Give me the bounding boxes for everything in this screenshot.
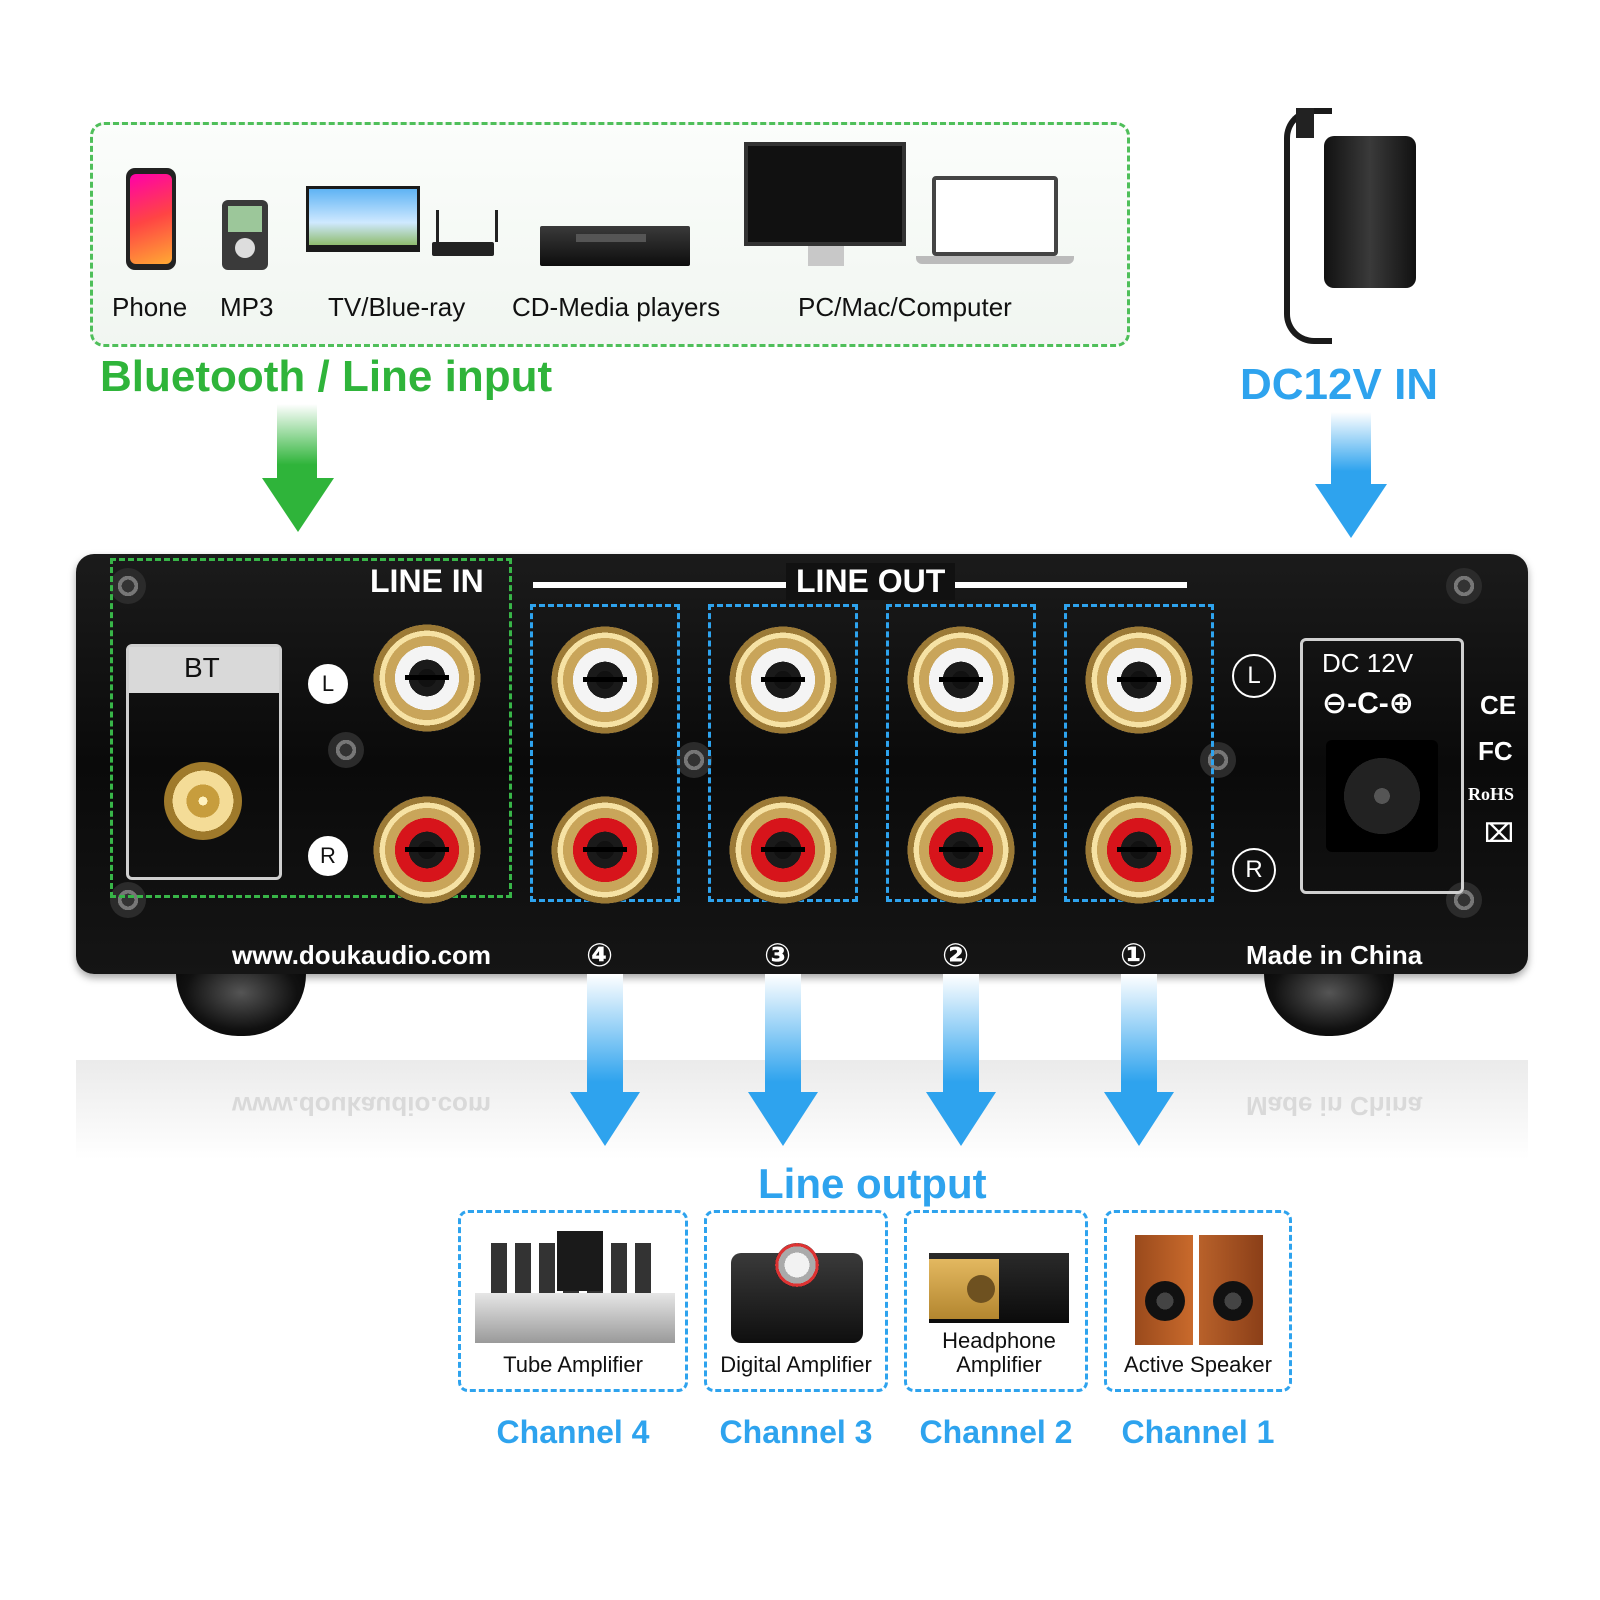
arrow-down-icon [277,404,317,480]
channel-4-left-jack[interactable] [551,626,659,734]
dc-input-section [1300,638,1464,894]
channel-3-right-jack[interactable] [729,796,837,904]
screw-icon [1200,742,1236,778]
rubber-foot [1264,974,1394,1036]
channel-1-left-jack[interactable] [1085,626,1193,734]
channel-3-left-jack[interactable] [729,626,837,734]
website-reflection: www.doukaudio.com [232,1091,492,1121]
device-label-pc: PC/Mac/Computer [798,292,1012,322]
output-title: Line output [758,1160,987,1207]
arrow-down-icon [765,974,801,1094]
website-label: www.doukaudio.com [232,940,492,970]
phone-icon [126,168,176,270]
made-in-label: Made in China [1246,940,1423,970]
right-channel-marker: R [1232,848,1276,892]
output-device-headphone-amplifier: Headphone Amplifier [904,1210,1088,1392]
screw-icon [1446,568,1482,604]
amplifier-rear-panel [76,554,1528,974]
arrow-down-icon [1331,412,1371,486]
channel-2-left-jack[interactable] [907,626,1015,734]
device-label-cd: CD-Media players [512,292,721,322]
screw-icon [110,568,146,604]
polarity-icon: ⊖-C-⊕ [1322,687,1414,720]
arrow-down-icon [943,974,979,1094]
arrow-head-icon [570,1092,640,1146]
line-out-label: LINE OUT [786,563,956,600]
right-channel-marker: R [308,836,348,876]
channel-4-label: Channel 4 [496,1414,650,1450]
arrow-down-icon [587,974,623,1094]
bt-module [126,644,282,880]
weee-mark: ⌧ [1484,818,1514,848]
dc-label: DC 12V [1322,648,1414,678]
power-title: DC12V IN [1240,360,1439,409]
channel-number-1: ① [1120,937,1148,973]
left-channel-marker: L [1232,654,1276,698]
bt-antenna-connector-icon[interactable] [164,762,242,840]
output-device-label: Tube Amplifier [503,1352,643,1377]
adapter-cable-icon [1284,108,1332,344]
channel-number-4: ④ [586,937,614,973]
left-channel-marker: L [308,664,348,704]
monitor-icon [744,142,906,246]
monitor-stand-icon [808,246,844,266]
arrow-head-icon [926,1092,996,1146]
laptop-icon [932,176,1058,256]
made-in-reflection: Made in China [1246,1091,1423,1121]
line-in-left-jack[interactable] [373,624,481,732]
channel-number-3: ③ [764,937,792,973]
bt-label: BT [184,652,220,683]
arrow-head-icon [1315,484,1387,538]
channel-1-label: Channel 1 [1121,1414,1275,1450]
input-title: Bluetooth / Line input [100,352,553,401]
channel-3-label: Channel 3 [719,1414,873,1450]
output-device-active-speaker: Active Speaker [1104,1210,1292,1392]
channel-2-label: Channel 2 [919,1414,1073,1450]
rohs-mark: RoHS [1468,784,1515,804]
power-adapter-icon [1324,136,1416,288]
screw-icon [676,742,712,778]
ce-mark: CE [1480,690,1517,720]
laptop-base-icon [916,256,1074,264]
arrow-head-icon [748,1092,818,1146]
line-in-label: LINE IN [370,563,484,599]
line-in-section [110,558,512,898]
line-in-right-jack[interactable] [373,796,481,904]
output-device-label: Digital Amplifier [720,1352,872,1377]
device-label-phone: Phone [112,292,188,322]
dc-power-jack[interactable] [1326,740,1438,852]
router-antenna-icon [436,210,498,242]
channel-4-right-jack[interactable] [551,796,659,904]
rubber-foot [176,974,306,1036]
channel-2-right-jack[interactable] [907,796,1015,904]
device-label-tv: TV/Blue-ray [328,292,466,322]
mp3-player-icon [222,200,268,270]
screw-icon [1446,882,1482,918]
router-icon [432,242,494,256]
output-device-label: Active Speaker [1124,1352,1272,1377]
arrow-down-icon [1121,974,1157,1094]
channel-1-right-jack[interactable] [1085,796,1193,904]
cd-player-icon [540,226,690,266]
device-label-mp3: MP3 [220,292,274,322]
output-device-tube-amplifier: Tube Amplifier [458,1210,688,1392]
fc-mark: FC [1478,736,1513,766]
screw-icon [110,882,146,918]
arrow-head-icon [1104,1092,1174,1146]
arrow-head-icon [262,478,334,532]
screw-icon [328,732,364,768]
channel-number-2: ② [942,937,970,973]
output-device-label: Headphone Amplifier [942,1328,1056,1377]
output-device-digital-amplifier: Digital Amplifier [704,1210,888,1392]
adapter-plug-icon [1296,108,1314,138]
tv-icon [306,186,420,252]
